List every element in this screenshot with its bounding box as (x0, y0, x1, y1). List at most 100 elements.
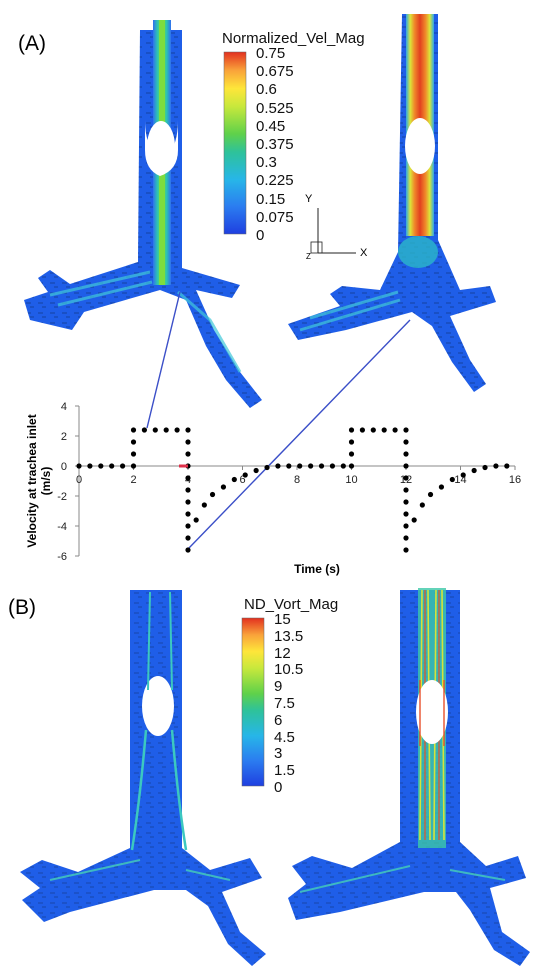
data-point-0-63 (460, 472, 466, 478)
data-point-0-23 (185, 547, 191, 553)
data-point-0-56 (403, 535, 409, 541)
data-point-0-5 (130, 463, 137, 469)
data-point-0-54 (403, 511, 409, 517)
data-point-0-21 (185, 523, 191, 529)
velocity-colorbar-tick-4: 0.45 (256, 117, 286, 135)
data-point-0-41 (348, 439, 355, 445)
data-point-0-12 (174, 427, 180, 433)
data-point-0-43 (359, 427, 365, 433)
data-point-0-24 (193, 517, 199, 523)
velocity-colorbar-tick-9: 0.075 (256, 208, 294, 226)
data-point-0-67 (504, 463, 510, 469)
velocity-colorbar-tick-3: 0.525 (256, 99, 294, 117)
data-point-0-6 (130, 451, 137, 457)
x-tick-label-3: 6 (239, 474, 245, 486)
panel-label-b: (B) (8, 596, 36, 619)
data-point-0-7 (130, 439, 137, 445)
data-point-0-10 (152, 427, 158, 433)
panel-label-a: (A) (18, 32, 46, 55)
data-point-0-29 (242, 472, 248, 478)
y-axis-title-line-2: (m/s) (39, 467, 53, 496)
data-point-0-49 (403, 451, 409, 457)
data-point-0-33 (286, 463, 292, 469)
triad-label-x: X (360, 247, 368, 259)
vorticity-colorbar-tick-3: 10.5 (274, 661, 304, 679)
data-point-0-32 (275, 463, 281, 469)
data-point-0-31 (264, 464, 270, 471)
x-tick-label-1: 2 (130, 474, 136, 486)
y-axis-title-line-1: Velocity at trachea inlet (25, 414, 39, 547)
data-point-0-3 (109, 463, 115, 469)
vorticity-colorbar-tick-2: 12 (274, 644, 291, 662)
axis-triad (310, 208, 356, 254)
data-point-0-18 (185, 487, 191, 493)
airway-velocity-right (288, 14, 496, 392)
data-point-0-60 (427, 491, 434, 498)
triad-label-y: Y (305, 193, 313, 205)
velocity-colorbar-title: Normalized_Vel_Mag (222, 30, 365, 47)
vorticity-colorbar-tick-1: 13.5 (274, 627, 304, 645)
data-point-0-59 (419, 502, 425, 508)
highlight-marker (179, 464, 188, 468)
vorticity-colorbar-tick-10: 0 (274, 779, 283, 796)
velocity-chart: 420-2-4-60246810121416Time (s)Velocity a… (25, 401, 521, 576)
connector-line-exhale (188, 319, 411, 549)
data-point-0-47 (403, 427, 409, 433)
data-point-0-4 (120, 463, 126, 469)
vorticity-colorbar-tick-4: 9 (274, 678, 283, 696)
data-point-0-58 (411, 517, 417, 523)
data-point-0-64 (471, 467, 477, 474)
airway-vorticity-right (288, 588, 530, 966)
y-tick-label-5: -6 (57, 551, 67, 563)
y-tick-label-3: -2 (57, 491, 67, 503)
velocity-colorbar-tick-0: 0.75 (256, 45, 286, 62)
data-point-0-45 (381, 427, 387, 433)
velocity-colorbar-tick-8: 0.15 (256, 190, 286, 208)
data-point-0-37 (329, 463, 336, 469)
velocity-colorbar-tick-2: 0.6 (256, 81, 277, 99)
y-tick-label-2: 0 (61, 461, 67, 473)
data-point-0-40 (348, 451, 355, 457)
data-point-0-22 (185, 535, 191, 541)
velocity-colorbar-tick-5: 0.375 (256, 136, 294, 153)
data-point-0-14 (185, 439, 191, 445)
data-point-0-0 (76, 463, 82, 469)
data-point-0-25 (201, 502, 207, 508)
data-point-0-53 (403, 499, 409, 505)
y-tick-label-4: -4 (57, 521, 67, 533)
data-point-0-2 (98, 463, 104, 469)
velocity-colorbar-tick-6: 0.3 (256, 154, 277, 172)
y-tick-label-1: 2 (61, 431, 67, 443)
vorticity-colorbar-tick-5: 7.5 (274, 695, 295, 712)
data-point-0-1 (87, 463, 93, 469)
data-point-0-65 (482, 464, 488, 471)
connector-line-inhale (146, 291, 181, 429)
data-point-0-51 (403, 475, 409, 481)
data-point-0-39 (348, 463, 355, 469)
data-point-0-44 (370, 427, 376, 433)
x-tick-label-8: 16 (509, 474, 521, 486)
data-point-0-36 (318, 463, 325, 469)
data-point-0-15 (185, 451, 191, 457)
data-point-0-46 (392, 427, 398, 433)
data-point-0-57 (403, 547, 409, 553)
data-point-0-61 (438, 484, 445, 490)
data-point-0-19 (185, 499, 191, 505)
x-axis-title: Time (s) (294, 562, 340, 576)
data-point-0-30 (253, 467, 259, 474)
x-tick-label-4: 8 (294, 474, 300, 486)
airway-vorticity-left (20, 590, 266, 966)
data-point-0-17 (185, 475, 191, 481)
vorticity-colorbar-tick-9: 1.5 (274, 762, 295, 780)
x-tick-label-0: 0 (76, 474, 82, 486)
data-point-0-26 (209, 491, 216, 498)
vorticity-colorbar (241, 617, 265, 787)
data-point-0-35 (308, 463, 314, 469)
data-point-0-20 (185, 511, 191, 517)
data-point-0-62 (449, 476, 455, 483)
velocity-colorbar (223, 51, 247, 235)
y-tick-label-0: 4 (61, 401, 67, 413)
vorticity-colorbar-tick-8: 3 (274, 745, 283, 763)
vorticity-colorbar-tick-6: 6 (274, 711, 283, 729)
